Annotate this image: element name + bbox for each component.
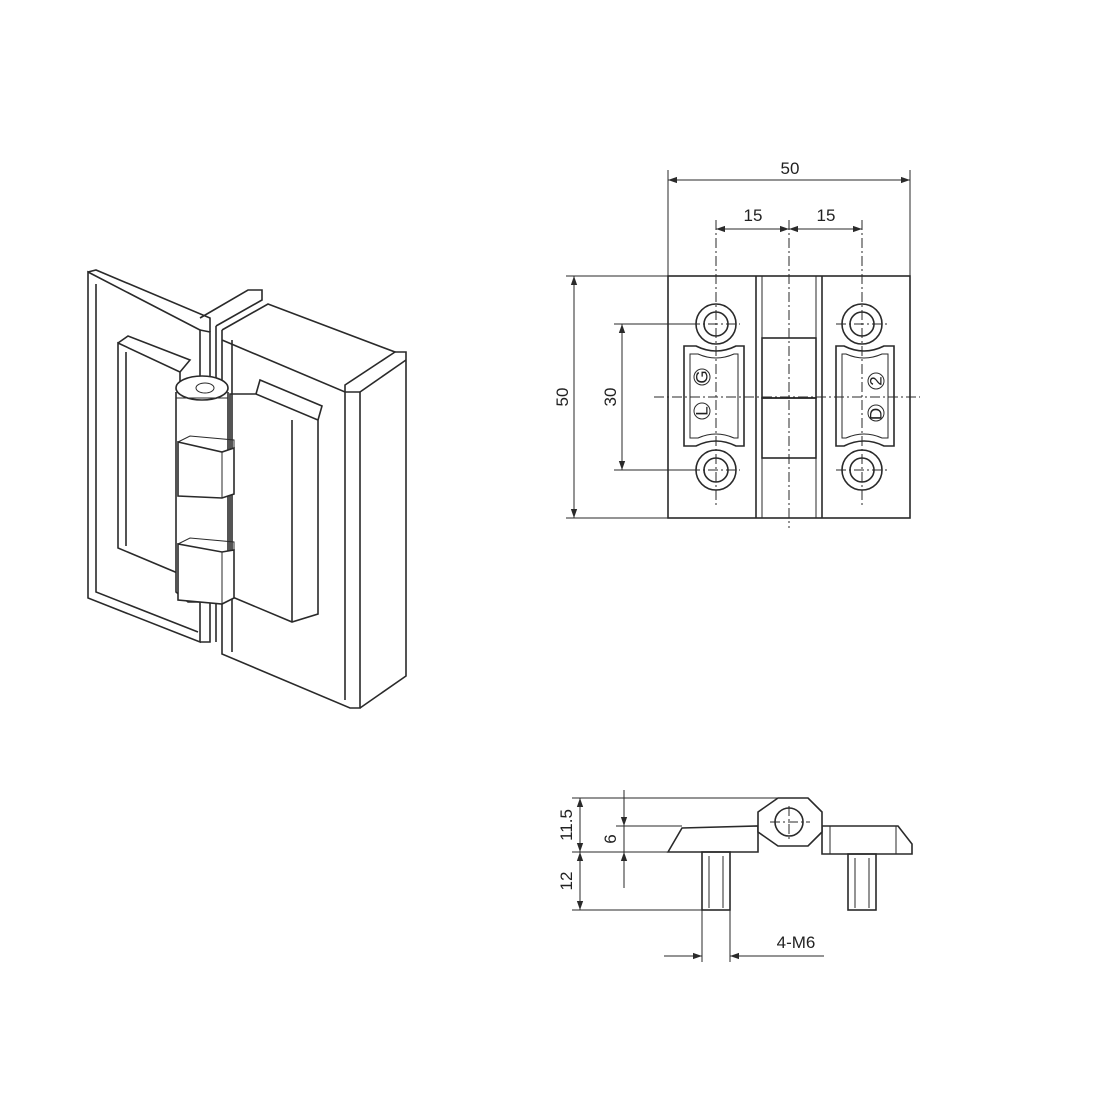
marking-left-upper: G <box>693 370 712 383</box>
front-view: G L 2 D 50 15 15 50 30 <box>553 159 920 528</box>
dim-thread-spec: 4-M6 <box>777 933 816 952</box>
dim-stud-length: 12 <box>557 872 576 891</box>
isometric-view <box>87 269 407 709</box>
dim-top-width: 50 <box>781 159 800 178</box>
marking-right-lower: D <box>867 408 886 420</box>
dim-side-leaf-thickness: 6 <box>601 834 620 843</box>
dim-right-offset: 15 <box>817 206 836 225</box>
dim-left-offset: 15 <box>744 206 763 225</box>
marking-left-lower: L <box>693 406 712 415</box>
marking-right-upper: 2 <box>867 376 886 385</box>
dim-total-height: 50 <box>553 388 572 407</box>
dim-hole-spacing: 30 <box>601 388 620 407</box>
side-view: 11.5 12 6 4-M6 <box>557 790 913 962</box>
dim-side-height-total: 11.5 <box>557 809 576 841</box>
